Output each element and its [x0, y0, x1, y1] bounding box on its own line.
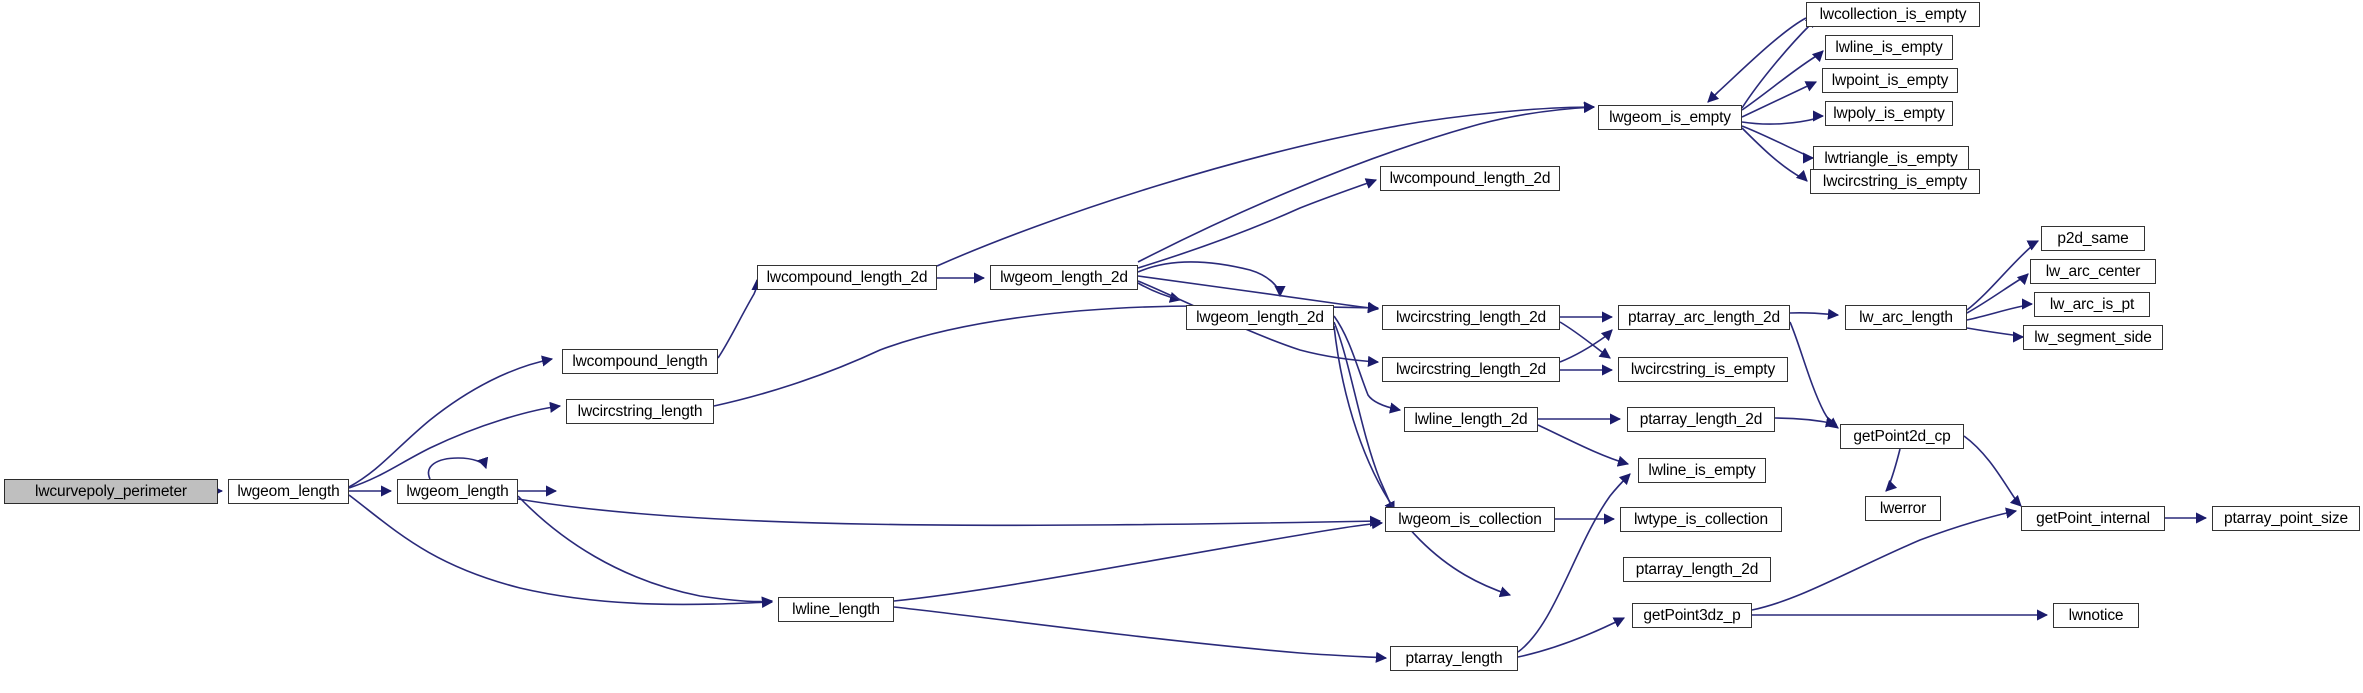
graph-node-lwcompound-length-2d[interactable]: lwcompound_length_2d	[1380, 166, 1560, 191]
graph-edge	[1789, 308, 1840, 320]
graph-node-lwtriangle-is-empty[interactable]: lwtriangle_is_empty	[1813, 146, 1969, 171]
graph-node-lwgeom-is-collection[interactable]: lwgeom_is_collection	[1385, 507, 1555, 532]
graph-node-lwgeom-length[interactable]: lwgeom_length	[397, 479, 518, 504]
graph-node-ptarray-arc-length-2d[interactable]: ptarray_arc_length_2d	[1618, 305, 1790, 330]
graph-node-lwgeom-length-2d[interactable]: lwgeom_length_2d	[990, 265, 1138, 290]
graph-node-p2d-same[interactable]: p2d_same	[2041, 226, 2145, 251]
graph-edge	[1333, 321, 1395, 514]
graph-edge	[1537, 424, 1630, 467]
graph-node-ptarray-length[interactable]: ptarray_length	[1390, 646, 1518, 671]
graph-node-lwcurvepoly-perimeter[interactable]: lwcurvepoly_perimeter	[4, 479, 218, 504]
graph-edge	[1137, 178, 1378, 269]
graph-edge	[1559, 329, 1613, 363]
graph-edge	[1741, 81, 1818, 118]
graph-node-lwerror[interactable]: lwerror	[1865, 496, 1941, 521]
graph-node-lwgeom-is-empty[interactable]: lwgeom_is_empty	[1598, 105, 1742, 130]
graph-edge	[893, 518, 1384, 602]
graph-node-lwtype-is-collection[interactable]: lwtype_is_collection	[1620, 507, 1782, 532]
graph-edge	[1741, 127, 1808, 182]
graph-edge	[1517, 473, 1631, 653]
graph-node-getpoint2d-cp[interactable]: getPoint2d_cp	[1840, 424, 1964, 449]
graph-edge	[1885, 448, 1901, 492]
graph-edge	[1963, 435, 2022, 507]
graph-edge	[1741, 125, 1815, 164]
graph-node-lwcompound-length-2d[interactable]: lwcompound_length_2d	[757, 265, 937, 290]
graph-edge	[1741, 50, 1824, 111]
graph-edge	[517, 498, 1382, 527]
graph-edge	[1751, 507, 2018, 611]
graph-edge	[1774, 416, 1838, 428]
graph-node-lwcompound-length[interactable]: lwcompound_length	[562, 349, 718, 374]
graph-node-lwpoint-is-empty[interactable]: lwpoint_is_empty	[1822, 68, 1958, 93]
graph-edge	[348, 355, 554, 488]
graph-node-ptarray-length-2d[interactable]: ptarray_length_2d	[1627, 407, 1775, 432]
graph-edge	[1966, 298, 2034, 321]
graph-node-lwline-is-empty[interactable]: lwline_is_empty	[1825, 35, 1953, 60]
graph-edge	[1707, 17, 1807, 103]
graph-node-lwcircstring-length-2d[interactable]: lwcircstring_length_2d	[1382, 305, 1560, 330]
graph-node-getpoint3dz-p[interactable]: getPoint3dz_p	[1632, 603, 1752, 628]
graph-node-lwpoly-is-empty[interactable]: lwpoly_is_empty	[1825, 101, 1953, 126]
graph-edge	[1966, 273, 2029, 314]
graph-node-lwcollection-is-empty[interactable]: lwcollection_is_empty	[1806, 2, 1980, 27]
graph-node-ptarray-point-size[interactable]: ptarray_point_size	[2212, 506, 2360, 531]
graph-node-lwnotice[interactable]: lwnotice	[2053, 603, 2139, 628]
graph-node-lwgeom-length-2d[interactable]: lwgeom_length_2d	[1186, 305, 1334, 330]
graph-node-lwcircstring-is-empty[interactable]: lwcircstring_is_empty	[1810, 169, 1980, 194]
graph-edge	[348, 401, 562, 489]
graph-edge	[1559, 321, 1611, 359]
graph-edge	[1517, 617, 1626, 658]
graph-edge	[348, 494, 774, 609]
graph-edge	[1741, 16, 1817, 109]
graph-node-lwline-length[interactable]: lwline_length	[778, 597, 894, 622]
graph-node-lwcircstring-is-empty[interactable]: lwcircstring_is_empty	[1618, 357, 1788, 382]
graph-node-lwline-length-2d[interactable]: lwline_length_2d	[1404, 407, 1538, 432]
graph-node-lw-arc-is-pt[interactable]: lw_arc_is_pt	[2034, 292, 2150, 317]
graph-edge	[1741, 110, 1825, 125]
graph-edge	[427, 456, 489, 480]
graph-edge	[717, 278, 763, 359]
graph-edge	[517, 495, 774, 608]
graph-edge	[893, 606, 1388, 663]
graph-edge	[1137, 282, 1182, 303]
graph-edge	[1966, 327, 2025, 343]
graph-edge	[1137, 261, 1286, 298]
graph-node-lwcircstring-length[interactable]: lwcircstring_length	[566, 399, 714, 424]
graph-node-lw-arc-center[interactable]: lw_arc_center	[2030, 259, 2156, 284]
graph-node-lw-arc-length[interactable]: lw_arc_length	[1845, 305, 1967, 330]
graph-node-ptarray-length-2d[interactable]: ptarray_length_2d	[1623, 557, 1771, 582]
graph-node-lwline-is-empty[interactable]: lwline_is_empty	[1638, 458, 1766, 483]
graph-edge	[1966, 240, 2040, 311]
graph-node-getpoint-internal[interactable]: getPoint_internal	[2021, 506, 2165, 531]
graph-node-lwgeom-length[interactable]: lwgeom_length	[228, 479, 349, 504]
graph-edge	[1789, 321, 1839, 429]
graph-node-lw-segment-side[interactable]: lw_segment_side	[2023, 325, 2163, 350]
graph-node-lwcircstring-length-2d[interactable]: lwcircstring_length_2d	[1382, 357, 1560, 382]
